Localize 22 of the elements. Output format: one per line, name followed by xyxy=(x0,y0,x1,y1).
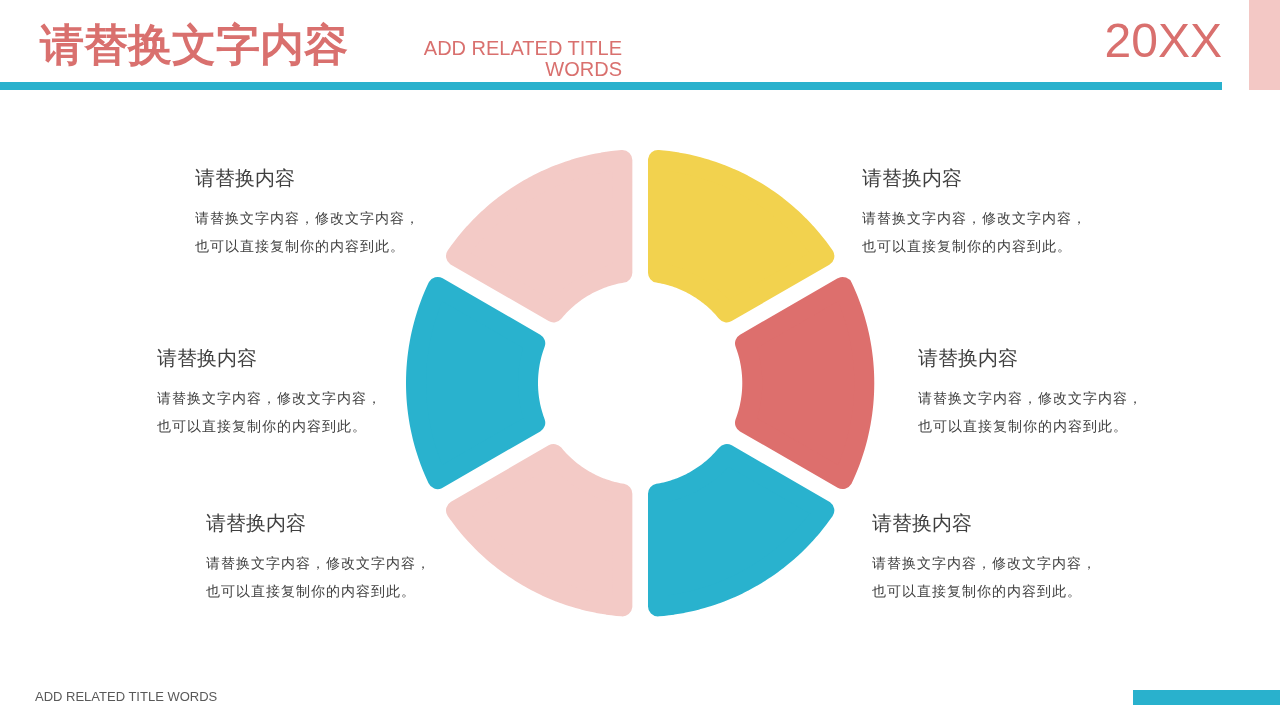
segment-heading: 请替换内容 xyxy=(918,346,1018,370)
footer-text: ADD RELATED TITLE WORDS xyxy=(35,689,218,705)
segment-text: 请替换文字内容，修改文字内容，也可以直接复制你的内容到此。 xyxy=(195,209,421,256)
ring-segment xyxy=(445,149,632,323)
segment-text: 请替换文字内容，修改文字内容，也可以直接复制你的内容到此。 xyxy=(157,389,383,436)
segment-heading: 请替换内容 xyxy=(862,166,962,190)
segment-text: 请替换文字内容，修改文字内容，也可以直接复制你的内容到此。 xyxy=(872,554,1098,601)
segment-heading: 请替换内容 xyxy=(195,166,295,190)
segment-heading: 请替换内容 xyxy=(206,511,306,535)
title: 请替换文字内容 xyxy=(40,18,348,72)
year-label: 20XX xyxy=(1103,13,1222,69)
ring-segment xyxy=(648,443,835,617)
ring-segment xyxy=(648,149,835,323)
ring-segment xyxy=(406,276,546,490)
ring-segment xyxy=(734,276,874,490)
ring-segment xyxy=(445,443,632,617)
segment-heading: 请替换内容 xyxy=(157,346,257,370)
segment-text: 请替换文字内容，修改文字内容，也可以直接复制你的内容到此。 xyxy=(206,554,432,601)
segment-text: 请替换文字内容，修改文字内容，也可以直接复制你的内容到此。 xyxy=(862,209,1088,256)
segment-text: 请替换文字内容，修改文字内容，也可以直接复制你的内容到此。 xyxy=(918,389,1144,436)
segment-heading: 请替换内容 xyxy=(872,511,972,535)
subtitle: ADD RELATED TITLE WORDS xyxy=(422,38,622,80)
